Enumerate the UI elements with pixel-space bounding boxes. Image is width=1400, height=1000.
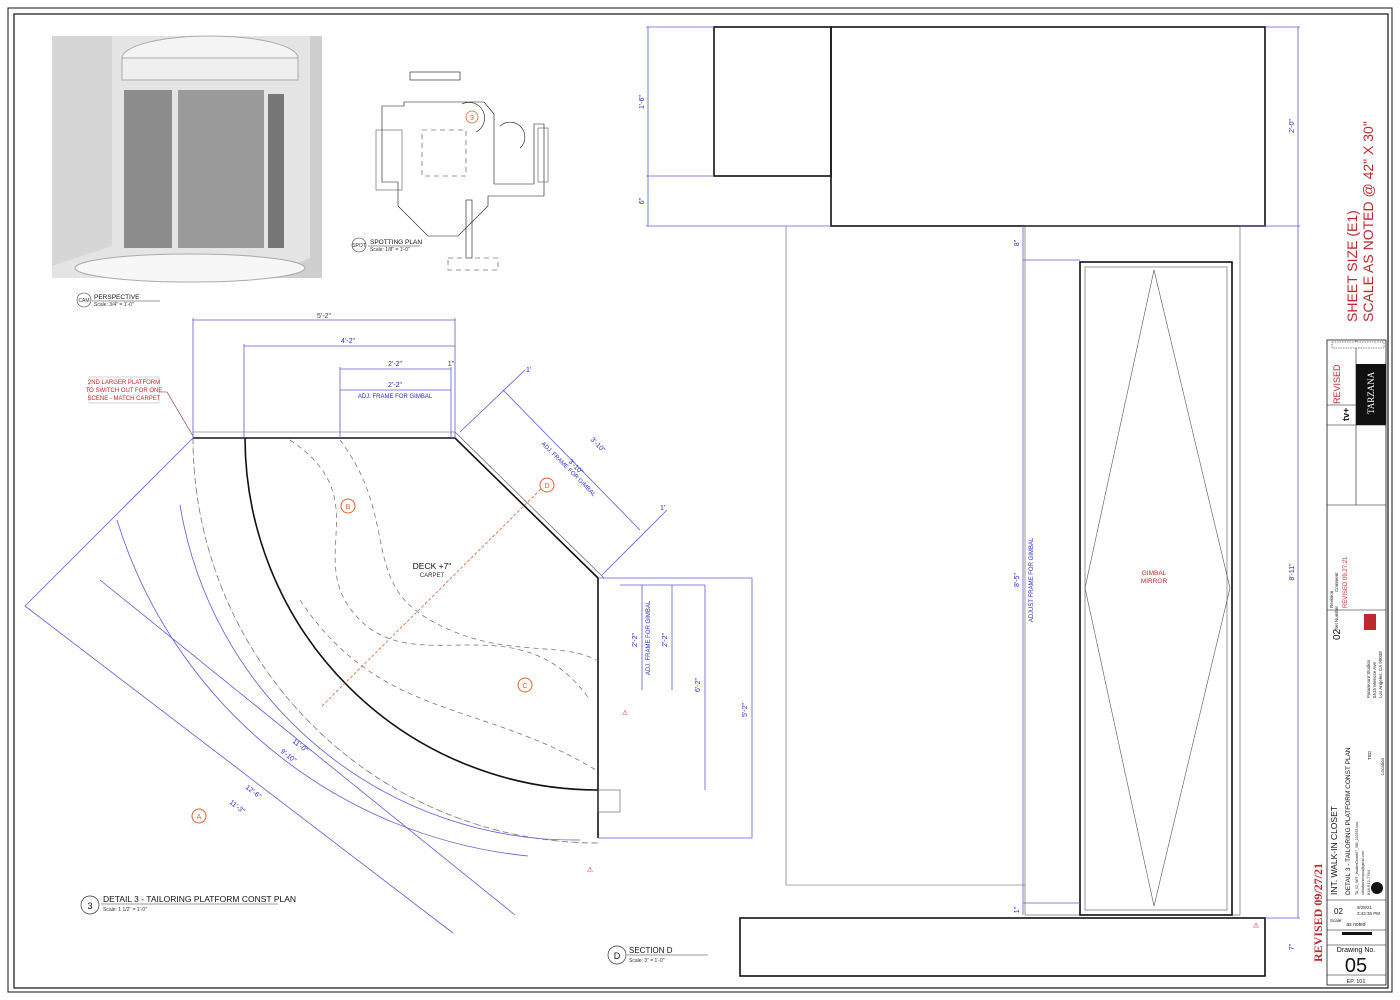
svg-text:1': 1' [526, 367, 531, 374]
svg-text:TA_02_SET_WalkInCloset07_SIB_2: TA_02_SET_WalkInCloset07_SIB_210923.vwx [1355, 821, 1359, 895]
inner-border [13, 13, 1389, 989]
svg-text:818-612-7764: 818-612-7764 [1366, 869, 1371, 895]
svg-text:TO SWITCH OUT FOR ONE: TO SWITCH OUT FOR ONE [86, 388, 163, 394]
svg-text:INT. WALK-IN CLOSET: INT. WALK-IN CLOSET [1329, 806, 1339, 895]
svg-text:8'-11": 8'-11" [1289, 563, 1296, 581]
svg-text:2'-2": 2'-2" [388, 382, 402, 389]
svg-text:5'-2": 5'-2" [317, 313, 331, 320]
svg-text:SECTION D: SECTION D [629, 946, 673, 955]
perspective-render [52, 35, 322, 283]
svg-text:Scale:: Scale: [1330, 918, 1343, 923]
svg-text:2ND LARGER PLATFORM: 2ND LARGER PLATFORM [88, 380, 160, 386]
svg-text:C: C [522, 683, 527, 690]
svg-text:TARZANA: TARZANA [1366, 371, 1376, 414]
svg-text:DETAIL 3 - TAILORING PLATFORM: DETAIL 3 - TAILORING PLATFORM CONST PLAN [1345, 747, 1352, 895]
svg-text:GIMBAL: GIMBAL [1142, 570, 1167, 577]
svg-text:05: 05 [1345, 955, 1367, 977]
svg-text:9/28/21: 9/28/21 [1357, 905, 1373, 910]
platform-note: 2ND LARGER PLATFORM TO SWITCH OUT FOR ON… [86, 376, 194, 437]
section-d: GIMBAL MIRROR [713, 26, 1266, 977]
svg-text:MIRROR: MIRROR [1141, 578, 1168, 585]
svg-text:6": 6" [639, 197, 646, 204]
svg-text:Set Number: Set Number [1334, 605, 1339, 630]
tailoring-platform-plan: DECK +7" CARPET [192, 431, 621, 844]
svg-text:Location: Location [1380, 757, 1385, 775]
detail3-title: 3 DETAIL 3 - TAILORING PLATFORM CONST PL… [80, 894, 296, 915]
svg-text:REVISED 09.27.21: REVISED 09.27.21 [1343, 556, 1349, 608]
svg-text:8": 8" [1014, 239, 1021, 246]
svg-text:2'-2": 2'-2" [632, 633, 639, 647]
svg-text:3: 3 [470, 115, 474, 122]
svg-text:D: D [544, 483, 549, 490]
svg-text:tv+: tv+ [1341, 408, 1351, 421]
svg-text:ruthafashionyou@gmail.com: ruthafashionyou@gmail.com [1361, 851, 1365, 895]
svg-text:TBD: TBD [1367, 750, 1372, 760]
svg-text:⚠: ⚠ [587, 866, 593, 874]
svg-text:⚠: ⚠ [622, 709, 628, 717]
spotting-label: SPOT SPOTTING PLAN Scale: 1/8" = 1'-0" [351, 237, 422, 253]
svg-text:ADJ. FRAME FOR GIMBAL: ADJ. FRAME FOR GIMBAL [358, 394, 433, 400]
svg-text:EP. 101: EP. 101 [1347, 979, 1366, 985]
svg-text:11'-0": 11'-0" [291, 738, 309, 754]
svg-text:2'-0": 2'-0" [1289, 119, 1296, 133]
svg-text:ADJ. FRAME FOR GIMBAL: ADJ. FRAME FOR GIMBAL [646, 600, 652, 675]
svg-text:3'-10": 3'-10" [589, 436, 607, 454]
svg-text:as noted: as noted [1346, 922, 1365, 928]
sheet-size-note: SHEET SIZE (E1) SCALE AS NOTED @ 42" X 3… [1344, 121, 1376, 322]
revised-stamp: REVISED 09/27/21 [1311, 863, 1325, 962]
svg-text:1": 1" [448, 361, 455, 368]
svg-text:Scale: 3" = 1'-0": Scale: 3" = 1'-0" [629, 958, 665, 964]
svg-text:3: 3 [87, 901, 92, 911]
svg-text:3:42:36 PM: 3:42:36 PM [1357, 911, 1380, 916]
svg-text:1': 1' [660, 505, 665, 512]
svg-text:02: 02 [1332, 628, 1343, 640]
svg-text:02: 02 [1334, 907, 1343, 916]
svg-text:2'-2": 2'-2" [662, 633, 669, 647]
svg-text:SHEET SIZE (E1): SHEET SIZE (E1) [1344, 210, 1360, 322]
spotting-plan [375, 71, 549, 271]
outer-border [7, 7, 1393, 993]
svg-text:ADJUST FRAME FOR GIMBAL: ADJUST FRAME FOR GIMBAL [1029, 537, 1035, 622]
title-block: TARZANA REVISED tv+ Set Number 02 REVISE… [1326, 339, 1387, 986]
svg-text:Drawing No.: Drawing No. [1337, 947, 1376, 954]
svg-text:SCENE - MATCH CARPET: SCENE - MATCH CARPET [88, 396, 161, 402]
svg-text:12'-6": 12'-6" [244, 784, 263, 801]
svg-text:CAM: CAM [78, 298, 89, 304]
svg-text:Revision: Revision [1329, 590, 1334, 608]
svg-text:Scale: 1 1/2" = 1'-0": Scale: 1 1/2" = 1'-0" [103, 907, 147, 913]
svg-text:Scale: 3/4" = 1'-0": Scale: 3/4" = 1'-0" [94, 302, 134, 308]
svg-text:5'-2": 5'-2" [742, 703, 749, 717]
section-markers: A B C D ⚠ ⚠ ⚠ [191, 477, 1259, 930]
svg-text:Comment: Comment [1334, 572, 1339, 592]
svg-text:5515 Melrose Ave: 5515 Melrose Ave [1372, 662, 1377, 698]
section-dimensions: 1'-6" 6" 2'-0" 8'-11" 7" 8" 8'-5" 1" ADJ… [639, 26, 1300, 950]
svg-text:6'-2": 6'-2" [695, 678, 702, 692]
svg-text:4'-2": 4'-2" [341, 338, 355, 345]
svg-text:2'-2": 2'-2" [388, 361, 402, 368]
plan-dimensions: 5'-2" 4'-2" 2'-2" 1" 2'-2" ADJ. FRAME FO… [24, 313, 753, 934]
svg-text:11'-3": 11'-3" [228, 799, 246, 815]
svg-text:Los Angeles, CA 90038: Los Angeles, CA 90038 [1378, 651, 1383, 698]
svg-text:1": 1" [1014, 906, 1021, 913]
svg-text:SCALE AS NOTED @ 42" X 30": SCALE AS NOTED @ 42" X 30" [1360, 121, 1376, 322]
svg-text:B: B [346, 504, 351, 511]
svg-text:1'-6": 1'-6" [639, 95, 646, 109]
svg-text:SPOT: SPOT [352, 243, 366, 249]
svg-text:⚠: ⚠ [1253, 922, 1259, 930]
svg-text:D: D [614, 951, 621, 961]
deck-label: DECK +7" [413, 561, 452, 571]
svg-text:REVISED: REVISED [1332, 364, 1342, 404]
svg-text:Scale: 1/8" = 1'-0": Scale: 1/8" = 1'-0" [370, 247, 410, 253]
spotting-marker [465, 110, 479, 124]
sectionD-title: D SECTION D Scale: 3" = 1'-0" [607, 945, 708, 965]
svg-text:A: A [197, 814, 202, 821]
svg-text:PERSPECTIVE: PERSPECTIVE [94, 294, 140, 301]
deck-sub: CARPET [420, 573, 445, 579]
svg-text:SPOTTING PLAN: SPOTTING PLAN [370, 239, 422, 246]
perspective-label: CAM PERSPECTIVE Scale: 3/4" = 1'-0" [76, 292, 160, 308]
svg-text:DETAIL 3 - TAILORING PLATFORM: DETAIL 3 - TAILORING PLATFORM CONST PLAN [103, 894, 296, 904]
svg-text:8'-5": 8'-5" [1014, 573, 1021, 587]
svg-text:Paramount Studios: Paramount Studios [1366, 659, 1371, 698]
svg-text:7": 7" [1289, 943, 1296, 950]
